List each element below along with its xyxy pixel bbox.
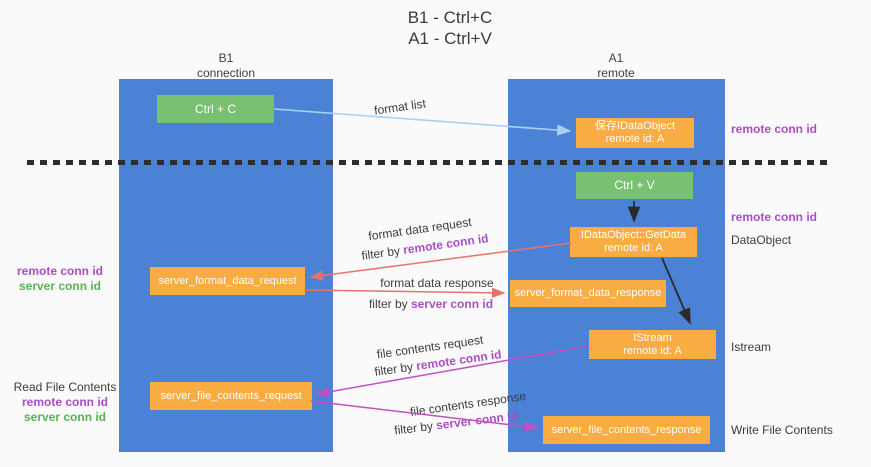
- node-save-idataobject-line2: remote id: A: [605, 133, 665, 145]
- node-server-file-contents-response-label: server_file_contents_response: [551, 423, 702, 436]
- annotation-remote-conn-id-mid: remote conn id: [731, 210, 818, 224]
- node-server-file-contents-request: server_file_contents_request: [150, 382, 312, 410]
- node-server-format-data-request: server_format_data_request: [150, 267, 305, 295]
- label-format-data-response: format data response: [380, 276, 494, 290]
- annotation-remote-conn-id-top: remote conn id: [731, 122, 818, 136]
- annotation-read-remote-conn-id: remote conn id: [21, 395, 108, 409]
- diagram-title: B1 - Ctrl+C A1 - Ctrl+V: [300, 7, 600, 49]
- node-getdata-line1: IDataObject::GetData: [580, 229, 687, 241]
- node-server-format-data-response: server_format_data_response: [510, 280, 666, 307]
- node-server-file-contents-request-label: server_file_contents_request: [160, 389, 302, 402]
- node-ctrl-c: Ctrl + C: [157, 95, 274, 123]
- node-istream: IStream remote id: A: [589, 330, 716, 359]
- node-idataobject-getdata: IDataObject::GetData remote id: A: [570, 227, 697, 257]
- annotation-read-file-block: Read File Contents remote conn id server…: [5, 380, 125, 425]
- node-server-format-data-response-label: server_format_data_response: [514, 287, 662, 299]
- title-line-1: B1 - Ctrl+C: [407, 8, 493, 27]
- annotation-read-server-conn-id: server conn id: [23, 410, 107, 424]
- lane-b1-role: connection: [196, 66, 256, 80]
- format-data-response-arrow: [305, 287, 506, 299]
- filter-by-text: filter by: [368, 297, 411, 311]
- annotation-left-remote-conn-id: remote conn id: [16, 264, 103, 278]
- node-save-idataobject: 保存IDataObject remote id: A: [576, 118, 694, 148]
- title-line-2: A1 - Ctrl+V: [408, 29, 492, 48]
- lane-header-a1: A1 remote: [536, 51, 696, 81]
- annotation-left-conn-ids: remote conn id server conn id: [5, 264, 115, 294]
- label-format-list: format list: [373, 96, 427, 118]
- annotation-write-file-contents: Write File Contents: [731, 423, 833, 437]
- filter-by-text: filter by: [360, 243, 405, 263]
- filter-by-text: filter by: [393, 418, 437, 438]
- annotation-read-file-contents: Read File Contents: [13, 380, 117, 394]
- node-ctrl-v-label: Ctrl + V: [614, 178, 655, 192]
- node-getdata-line2: remote id: A: [604, 242, 663, 254]
- annotation-dataobject: DataObject: [731, 233, 792, 247]
- lane-header-b1: B1 connection: [146, 51, 306, 81]
- dashed-separator: [27, 160, 830, 165]
- server-conn-id-text: server conn id: [410, 297, 494, 311]
- lane-a1-role: remote: [597, 66, 635, 80]
- node-istream-line2: remote id: A: [623, 344, 682, 357]
- node-ctrl-c-label: Ctrl + C: [194, 101, 236, 116]
- lane-b1-name: B1: [218, 51, 234, 65]
- label-filter-server-1: filter by server conn id: [369, 297, 493, 311]
- node-istream-line1: IStream: [633, 331, 672, 344]
- filter-by-text: filter by: [373, 359, 418, 379]
- node-save-idataobject-line1: 保存IDataObject: [594, 120, 676, 132]
- node-server-format-data-request-label: server_format_data_request: [158, 274, 297, 287]
- node-ctrl-v: Ctrl + V: [576, 172, 693, 199]
- node-server-file-contents-response: server_file_contents_response: [543, 416, 710, 444]
- lane-a1-name: A1: [608, 51, 624, 65]
- annotation-left-server-conn-id: server conn id: [18, 279, 102, 293]
- annotation-istream: Istream: [731, 340, 772, 354]
